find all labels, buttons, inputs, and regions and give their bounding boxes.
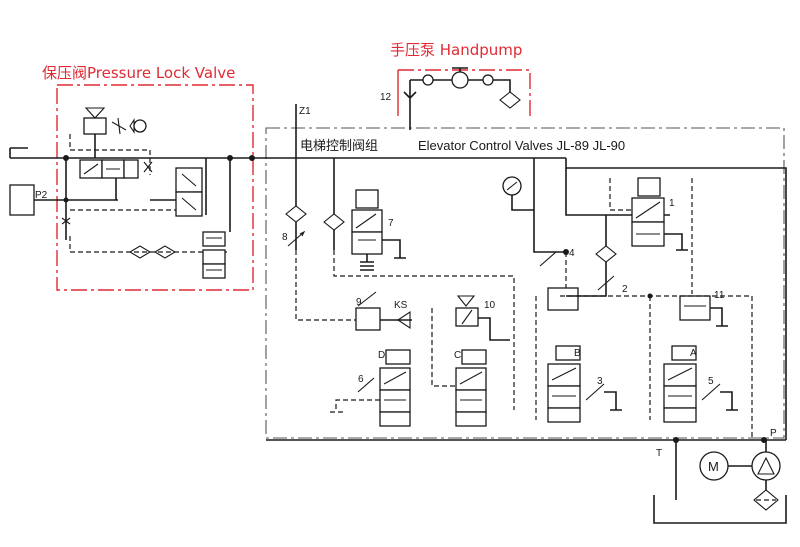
valve-11-label: 11 bbox=[714, 290, 725, 301]
port-z1: Z1 bbox=[299, 106, 311, 117]
control-valves-left bbox=[285, 158, 515, 427]
solenoid-b-label: B bbox=[574, 348, 581, 359]
valve-12-label: 12 bbox=[380, 92, 392, 103]
power-unit bbox=[699, 451, 781, 511]
solenoid-c-label: C bbox=[454, 350, 461, 361]
control-group-frame bbox=[265, 127, 785, 439]
valve-8-label: 8 bbox=[282, 232, 288, 243]
valve-1-label: 1 bbox=[669, 198, 675, 209]
control-valves-right bbox=[502, 176, 767, 443]
motor-label: M bbox=[708, 459, 719, 474]
pressure-lock-title: 保压阀Pressure Lock Valve bbox=[42, 64, 235, 82]
valve-7-label: 7 bbox=[388, 218, 394, 229]
control-group-title-en: Elevator Control Valves JL-89 JL-90 bbox=[418, 138, 625, 153]
solenoid-a-label: A bbox=[690, 348, 697, 359]
control-group-title-cn: 电梯控制阀组 bbox=[300, 139, 378, 154]
pressure-lock-valve bbox=[9, 107, 255, 279]
handpump-frame bbox=[397, 69, 531, 116]
main-lines bbox=[9, 104, 787, 524]
handpump bbox=[403, 67, 521, 130]
valve-3-label: 3 bbox=[597, 376, 603, 387]
valve-5-label: 5 bbox=[708, 376, 714, 387]
port-p2: P2 bbox=[35, 190, 48, 201]
solenoid-d-label: D bbox=[378, 350, 385, 361]
port-p: P bbox=[770, 428, 777, 439]
valve-9-label: 9 bbox=[356, 297, 362, 308]
valve-2-label: 2 bbox=[622, 284, 628, 295]
valve-10-label: 10 bbox=[484, 300, 496, 311]
handpump-title: 手压泵 Handpump bbox=[390, 41, 522, 59]
valve-ks-label: KS bbox=[394, 300, 408, 311]
pressure-lock-frame bbox=[56, 84, 254, 291]
valve-4-label: 4 bbox=[569, 248, 575, 259]
valve-6-label: 6 bbox=[358, 374, 364, 385]
port-t: T bbox=[656, 448, 662, 459]
